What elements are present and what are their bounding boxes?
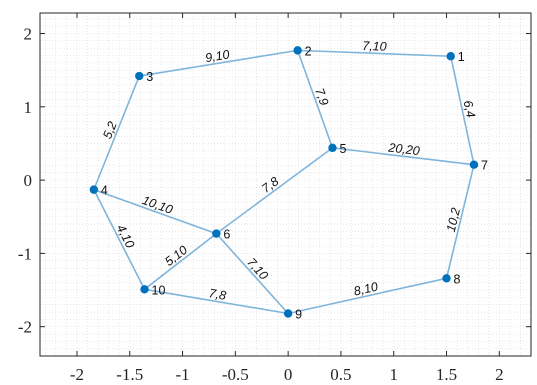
axes-frame <box>39 12 532 357</box>
graph-node <box>140 285 149 294</box>
edge-label: 8,10 <box>352 280 379 299</box>
edge-label: 10,2 <box>444 206 463 233</box>
x-tick-label: -0.5 <box>222 365 249 384</box>
graph-edge <box>215 147 333 235</box>
y-tick-label: 0 <box>24 171 33 190</box>
x-tick-label: 2 <box>495 365 504 384</box>
graph-edge <box>93 75 140 190</box>
x-tick-label: -1.5 <box>116 365 143 384</box>
x-tick-label: -1 <box>175 365 189 384</box>
graph-edge <box>215 233 289 315</box>
graph-edge <box>297 49 451 58</box>
y-tick-label: -1 <box>18 244 32 263</box>
graph-edge <box>287 277 447 315</box>
graph-edge <box>449 56 475 165</box>
graph-edge <box>332 147 475 166</box>
node-label: 10 <box>152 283 166 297</box>
graph-edge <box>144 288 289 315</box>
edge-label: 6,4 <box>461 99 478 119</box>
node-label: 6 <box>223 228 230 242</box>
node-label: 8 <box>454 272 461 286</box>
graph-edge <box>144 232 217 290</box>
graph-edge <box>445 164 475 279</box>
y-tick-label: -2 <box>18 318 32 337</box>
x-tick-label: 0 <box>284 365 293 384</box>
graph-node <box>442 274 451 283</box>
minor-grid <box>40 13 532 357</box>
graph-node <box>283 309 293 318</box>
graph-node <box>89 185 99 194</box>
graph-edge <box>93 189 146 290</box>
graph-edge <box>93 188 217 235</box>
graph-edge <box>296 50 334 149</box>
node-label: 7 <box>481 159 488 173</box>
graph-node <box>446 52 455 61</box>
edge-label: 7,10 <box>362 39 387 54</box>
edge-label: 5,2 <box>100 120 119 141</box>
graph-node <box>469 160 479 169</box>
graph-node <box>328 143 337 153</box>
edge-label: 7,8 <box>208 286 228 303</box>
y-tick-label: 1 <box>24 98 33 117</box>
edge-label: 20,20 <box>387 140 421 158</box>
graph-node <box>293 46 302 55</box>
node-label: 2 <box>305 44 312 58</box>
node-label: 5 <box>339 142 346 156</box>
x-tick-label: 1 <box>389 365 398 384</box>
y-tick-label: 2 <box>24 25 33 44</box>
node-labels: 1 2 3 4 5 6 7 8 9 10 <box>101 44 488 321</box>
graph-edges <box>93 49 475 315</box>
x-tick-label: 1.5 <box>436 365 457 384</box>
x-tick-label: 0.5 <box>330 365 351 384</box>
graph-edge <box>139 49 298 77</box>
edge-label: 9,10 <box>204 47 230 65</box>
graph-node <box>135 71 144 81</box>
edge-label: 7,9 <box>312 86 331 107</box>
node-label: 3 <box>146 70 153 84</box>
edge-labels: 7,109,107,96,45,220,207,810,1010,24,105,… <box>100 39 478 303</box>
node-label: 9 <box>295 307 302 321</box>
node-label: 4 <box>101 184 108 198</box>
x-tick-label: -2 <box>70 365 84 384</box>
graph-node <box>212 229 221 238</box>
node-label: 1 <box>458 50 465 64</box>
graph-nodes <box>89 46 479 318</box>
